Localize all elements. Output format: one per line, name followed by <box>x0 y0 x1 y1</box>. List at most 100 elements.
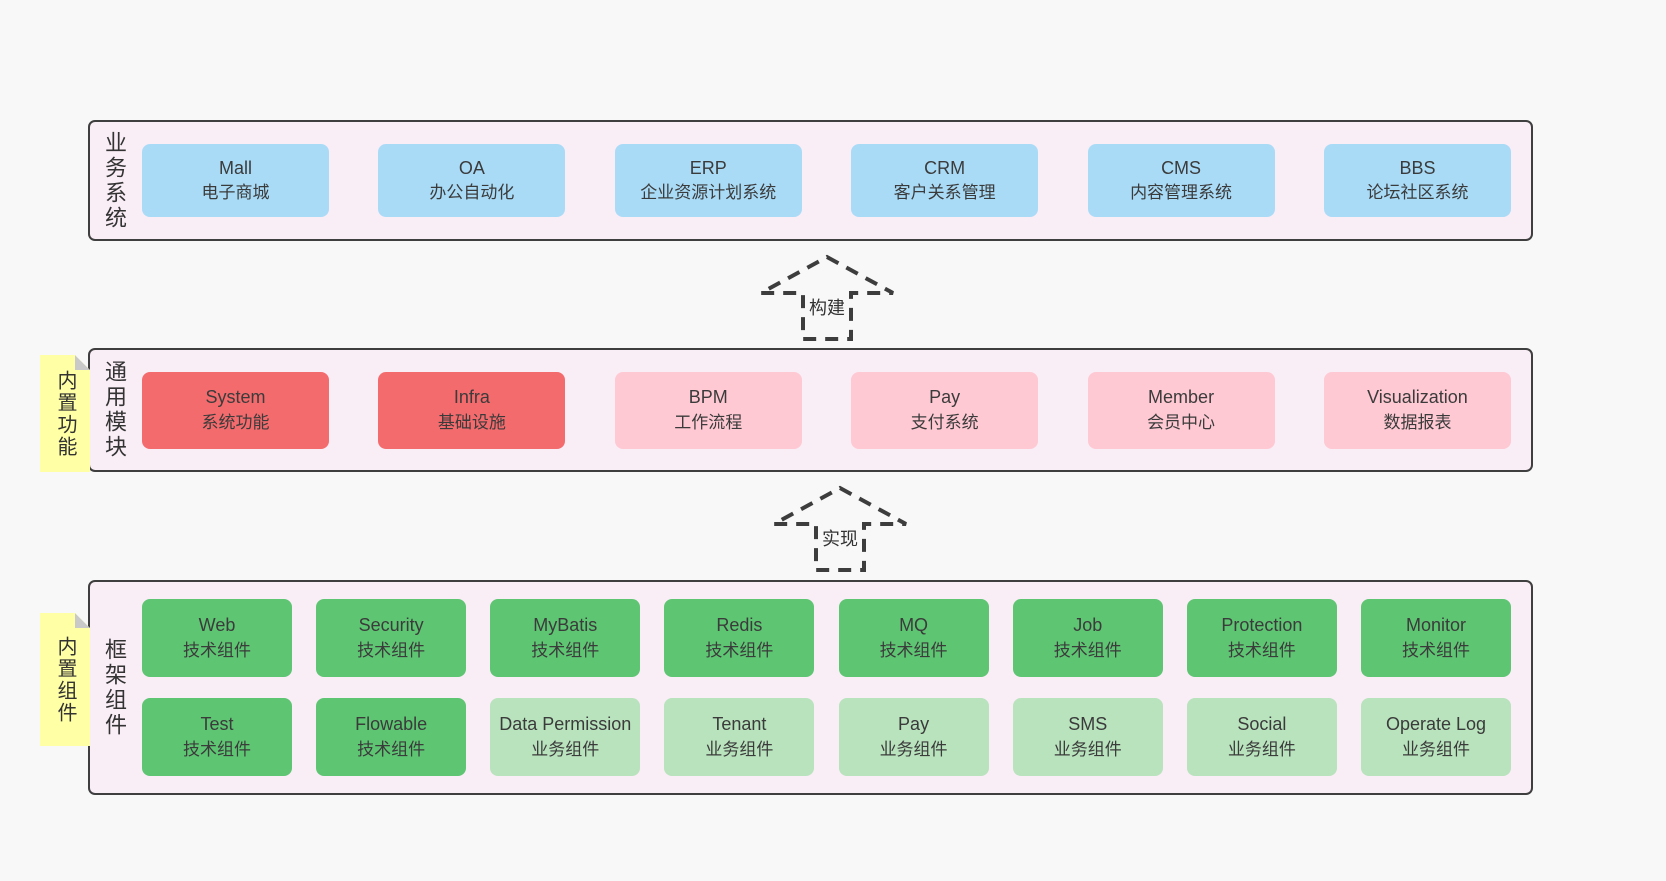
box-subtitle: 内容管理系统 <box>1130 183 1233 203</box>
box-title: Monitor <box>1405 615 1466 636</box>
box-subtitle: 业务组件 <box>705 739 774 759</box>
box-title: Visualization <box>1367 387 1468 408</box>
module-box: Pay 支付系统 <box>851 371 1039 449</box>
box-subtitle: 技术组件 <box>183 739 251 759</box>
component-box: MyBatis 技术组件 <box>490 599 641 677</box>
component-box: Protection 技术组件 <box>1186 599 1337 677</box>
box-title: Job <box>1073 615 1103 636</box>
box-subtitle: 业务组件 <box>1401 739 1470 759</box>
box-title: BBS <box>1399 157 1436 178</box>
box-title: CRM <box>924 157 966 178</box>
module-box: Infra 基础设施 <box>378 371 566 449</box>
box-title: System <box>205 387 266 408</box>
box-subtitle: 业务组件 <box>531 739 600 759</box>
component-box: Monitor 技术组件 <box>1360 599 1511 677</box>
box-title: Pay <box>898 714 930 735</box>
box-subtitle: 业务组件 <box>879 739 948 759</box>
note-text: 内置组件 <box>54 635 76 724</box>
box-title: Operate Log <box>1385 714 1487 735</box>
box-subtitle: 技术组件 <box>531 640 600 660</box>
business-systems-layer: 业务系统 Mall 电子商城 OA 办公自动化 ERP 企业资源计划系统 CRM… <box>88 120 1533 241</box>
component-box: Job 技术组件 <box>1012 599 1163 677</box>
box-title: CMS <box>1161 157 1202 178</box>
box-subtitle: 工作流程 <box>674 412 743 432</box>
component-box: Web 技术组件 <box>142 599 292 677</box>
module-box: Member 会员中心 <box>1087 371 1275 449</box>
system-box: ERP 企业资源计划系统 <box>614 144 802 217</box>
box-title: Flowable <box>355 714 428 735</box>
box-subtitle: 技术组件 <box>357 739 426 759</box>
box-title: Social <box>1237 714 1287 735</box>
implement-arrow: 实现 <box>770 484 910 574</box>
up-arrow-icon <box>773 485 907 572</box>
box-title: ERP <box>689 157 727 178</box>
box-subtitle: 技术组件 <box>357 640 426 660</box>
component-box: SMS 业务组件 <box>1012 698 1163 776</box>
system-box: BBS 论坛社区系统 <box>1323 144 1511 217</box>
box-title: Tenant <box>712 714 767 735</box>
box-subtitle: 业务组件 <box>1053 739 1122 759</box>
system-box: Mall 电子商城 <box>142 144 329 217</box>
box-subtitle: 电子商城 <box>201 183 270 203</box>
box-subtitle: 技术组件 <box>183 640 251 660</box>
box-subtitle: 基础设施 <box>437 412 506 432</box>
box-subtitle: 技术组件 <box>1401 640 1470 660</box>
box-title: Member <box>1148 387 1215 408</box>
box-subtitle: 业务组件 <box>1227 739 1296 759</box>
box-subtitle: 办公自动化 <box>429 183 515 203</box>
component-box: Data Permission 业务组件 <box>490 698 641 776</box>
box-subtitle: 技术组件 <box>1227 640 1296 660</box>
builtin-components-note: 内置组件 <box>40 613 90 746</box>
component-box: Pay 业务组件 <box>838 698 989 776</box>
box-subtitle: 技术组件 <box>879 640 948 660</box>
component-box: Tenant 业务组件 <box>664 698 815 776</box>
build-arrow-label: 构建 <box>806 294 848 320</box>
box-title: Infra <box>453 387 490 408</box>
module-box: System 系统功能 <box>142 371 329 449</box>
box-title: Redis <box>716 615 763 636</box>
box-subtitle: 系统功能 <box>201 412 270 432</box>
box-title: Protection <box>1221 615 1303 636</box>
box-title: Web <box>198 615 236 636</box>
system-box: CMS 内容管理系统 <box>1087 144 1275 217</box>
framework-components-layer: 框架组件 Web 技术组件 Security 技术组件 MyBatis 技术组件 <box>88 580 1533 795</box>
box-subtitle: 数据报表 <box>1383 412 1452 432</box>
build-arrow: 构建 <box>757 253 897 343</box>
box-title: Data Permission <box>499 714 632 735</box>
box-title: MQ <box>899 615 929 636</box>
box-subtitle: 客户关系管理 <box>893 183 996 203</box>
box-subtitle: 会员中心 <box>1147 412 1216 432</box>
system-box: CRM 客户关系管理 <box>851 144 1039 217</box>
layer-label-modules: 通用模块 <box>102 360 127 460</box>
box-subtitle: 技术组件 <box>705 640 774 660</box>
box-subtitle: 支付系统 <box>910 412 979 432</box>
up-arrow-icon <box>760 254 894 341</box>
module-boxes: System 系统功能 Infra 基础设施 BPM 工作流程 Pay 支付系统… <box>142 371 1511 449</box>
component-box: Redis 技术组件 <box>664 599 815 677</box>
component-box: Flowable 技术组件 <box>316 698 467 776</box>
box-title: SMS <box>1068 714 1108 735</box>
builtin-features-note: 内置功能 <box>40 355 90 472</box>
component-row-1: Web 技术组件 Security 技术组件 MyBatis 技术组件 Redi… <box>142 599 1511 677</box>
box-title: OA <box>458 157 485 178</box>
system-box: OA 办公自动化 <box>378 144 566 217</box>
box-title: Pay <box>929 387 961 408</box>
component-box: MQ 技术组件 <box>838 599 989 677</box>
layer-label-business: 业务系统 <box>102 130 127 231</box>
box-title: MyBatis <box>533 615 598 636</box>
component-rows: Web 技术组件 Security 技术组件 MyBatis 技术组件 Redi… <box>142 599 1511 776</box>
box-title: BPM <box>688 387 728 408</box>
component-box: Social 业务组件 <box>1186 698 1337 776</box>
box-title: Security <box>358 615 424 636</box>
box-subtitle: 企业资源计划系统 <box>640 183 777 203</box>
box-title: Mall <box>218 157 252 178</box>
implement-arrow-label: 实现 <box>819 525 861 551</box>
module-box: Visualization 数据报表 <box>1323 371 1511 449</box>
box-subtitle: 论坛社区系统 <box>1366 183 1469 203</box>
module-box: BPM 工作流程 <box>614 371 802 449</box>
component-box: Operate Log 业务组件 <box>1360 698 1511 776</box>
component-box: Test 技术组件 <box>142 698 292 776</box>
component-row-2: Test 技术组件 Flowable 技术组件 Data Permission … <box>142 698 1511 776</box>
common-modules-layer: 通用模块 System 系统功能 Infra 基础设施 BPM 工作流程 Pay… <box>88 348 1533 472</box>
